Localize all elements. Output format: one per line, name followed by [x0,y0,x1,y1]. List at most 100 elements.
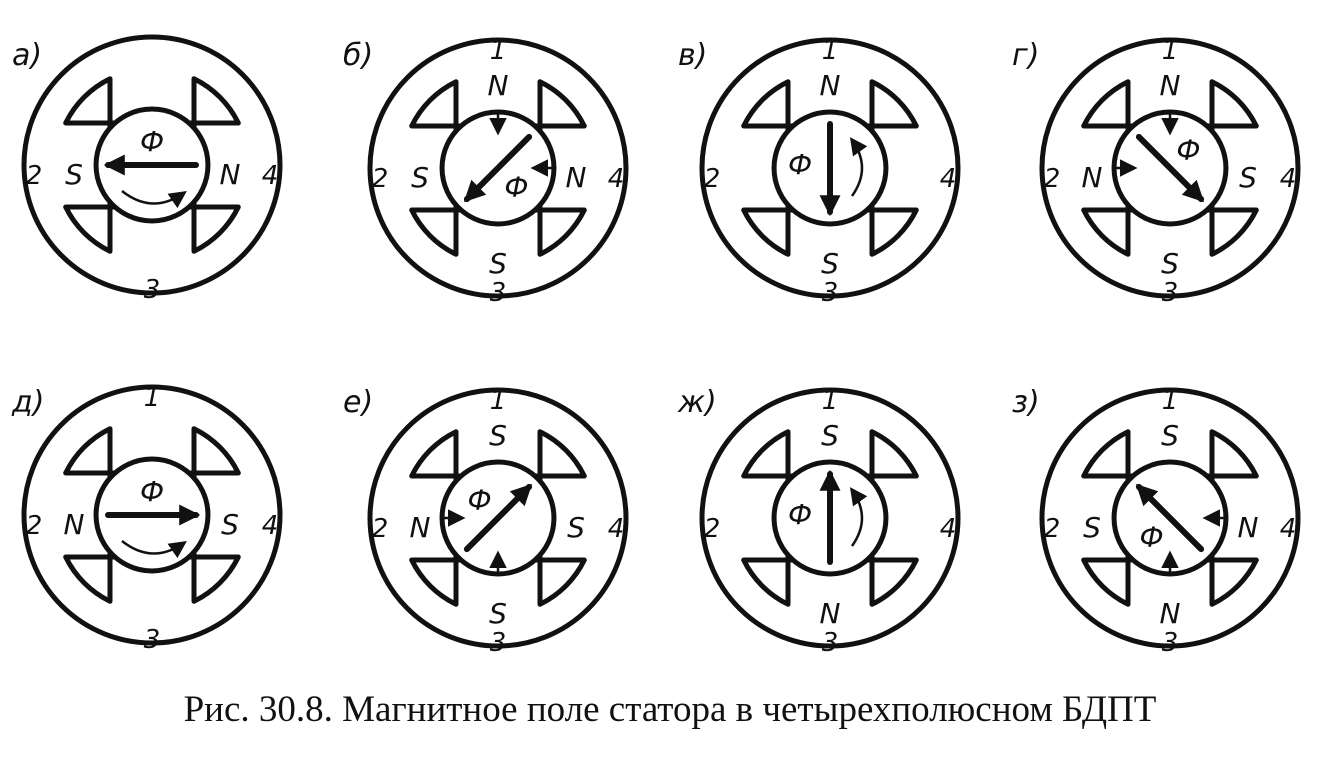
pole-number: 3 [490,628,507,658]
panel-label: б) [343,38,373,73]
stator-outer-ring [1039,387,1301,649]
pole-polarity: S [489,419,507,452]
pole-number: 2 [704,514,721,544]
stator-core-outline [741,79,919,257]
flux-symbol: Ф [1140,520,1164,553]
stator-outer-ring [1039,37,1301,299]
pole-number: 3 [822,278,839,308]
flux-symbol: Ф [1176,134,1200,167]
pole-polarity: N [410,511,431,544]
flux-symbol: Ф [788,498,812,531]
rotation-arrow [121,540,187,559]
stator-core-outline [1081,429,1259,607]
pole-number: 1 [1162,36,1179,66]
pole-number: 4 [1280,164,1297,194]
panel-label: е) [343,385,373,420]
pole-polarity: N [1160,597,1181,630]
stator-core-outline [409,79,587,257]
pole-polarity: N [220,158,241,191]
panel-label: а) [12,38,42,73]
stator-outer-ring [367,387,629,649]
stator-core-outline [63,426,241,604]
stator-outer-ring [699,37,961,299]
pole-number: 1 [822,36,839,66]
pole-number: 1 [822,386,839,416]
pole-number: 4 [1280,514,1297,544]
panel-label: в) [678,38,707,73]
rotation-arrow [849,137,868,197]
pole-number: 3 [144,275,161,305]
pole-polarity: N [820,69,841,102]
pole-polarity: S [221,508,239,541]
pole-polarity: N [566,161,587,194]
pole-number: 2 [1044,164,1061,194]
pole-polarity: S [821,247,839,280]
pole-number: 4 [608,164,625,194]
pole-number: 3 [822,628,839,658]
stator-core-outline [741,429,919,607]
flux-vector-arrow [1135,133,1205,203]
pole-polarity: S [411,161,429,194]
stator-outer-ring [21,34,283,296]
panel-label: д) [11,385,44,420]
pole-number: 2 [372,514,389,544]
figure-caption: Рис. 30.8. Магнитное поле статора в четы… [183,689,1157,730]
pole-polarity: N [64,508,85,541]
flux-vector-arrow [463,133,533,203]
flux-symbol: Ф [788,148,812,181]
pole-polarity: S [567,511,585,544]
stator-panel: ж) 1S 2 3N 4 Ф [677,385,961,658]
pole-number: 2 [1044,514,1061,544]
flux-vector-arrow [1135,483,1205,553]
pole-polarity: S [1161,247,1179,280]
stator-outer-ring [699,387,961,649]
panel-label: г) [1012,38,1039,73]
pole-number: 4 [608,514,625,544]
stator-core-outline [63,76,241,254]
pole-polarity: S [821,419,839,452]
stator-outer-ring [21,384,283,646]
flux-symbol: Ф [468,484,492,517]
pole-number: 4 [262,511,279,541]
stator-outer-ring [367,37,629,299]
pole-polarity: S [65,158,83,191]
panel-label: ж) [677,385,717,420]
pole-polarity: S [1161,419,1179,452]
flux-vector-arrow [463,483,533,553]
pole-polarity: S [1083,511,1101,544]
pole-number: 4 [262,161,279,191]
rotation-arrow [849,487,868,547]
flux-symbol: Ф [140,125,164,158]
pole-number: 3 [490,278,507,308]
pole-number: 3 [1162,278,1179,308]
rotation-arrow [121,190,187,209]
pole-number: 4 [940,164,957,194]
pole-polarity: N [820,597,841,630]
stator-panel: в) 1N 2 3S 4 Ф [678,36,961,308]
pole-polarity: S [489,597,507,630]
pole-polarity: S [489,247,507,280]
pole-polarity: N [1082,161,1103,194]
pole-number: 3 [144,625,161,655]
pole-polarity: N [488,69,509,102]
pole-polarity: N [1238,511,1259,544]
pole-polarity: S [1239,161,1257,194]
flux-symbol: Ф [504,170,528,203]
flux-symbol: Ф [140,475,164,508]
panel-label: з) [1012,385,1040,420]
pole-number: 1 [490,36,507,66]
pole-number: 4 [940,514,957,544]
pole-number: 2 [26,161,43,191]
pole-number: 2 [704,164,721,194]
pole-number: 1 [144,383,161,413]
pole-number: 3 [1162,628,1179,658]
pole-number: 1 [1162,386,1179,416]
